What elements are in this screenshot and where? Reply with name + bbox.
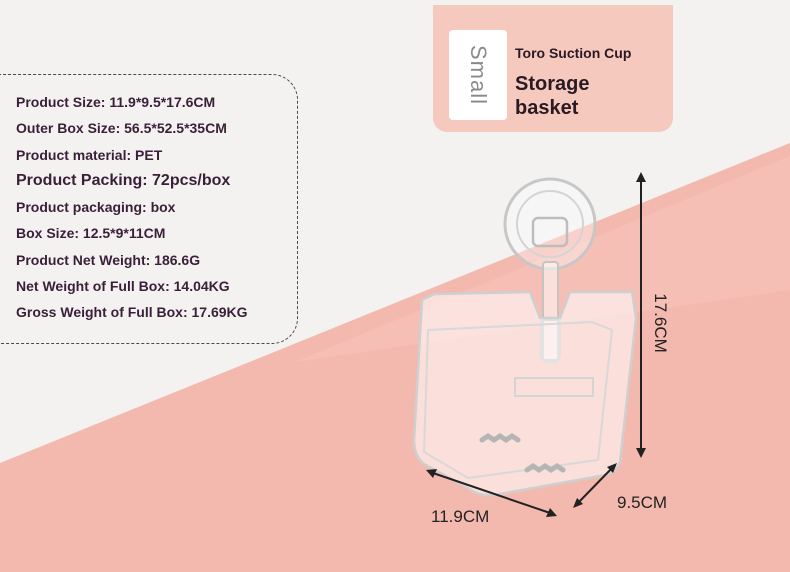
spec-full-box-gross-weight: Gross Weight of Full Box: 17.69KG: [16, 304, 248, 321]
width-line: [429, 471, 554, 515]
pink-highlight: [295, 156, 790, 362]
basket-body: [412, 290, 638, 497]
depth-dimension-label: 9.5CM: [617, 493, 668, 512]
basket-inner: [422, 320, 614, 480]
suction-cup-lever: [531, 216, 569, 248]
spec-full-box-net-weight: Net Weight of Full Box: 14.04KG: [16, 278, 230, 295]
height-arrow-bottom: [636, 448, 646, 458]
spec-list: Product Size: 11.9*9.5*17.6CM Outer Box …: [16, 91, 248, 328]
dimension-lines: [426, 172, 646, 517]
spec-material: Product material: PET: [16, 146, 163, 163]
spec-outer-box-size: Outer Box Size: 56.5*52.5*35CM: [16, 120, 227, 137]
height-arrow-top: [636, 172, 646, 182]
product-title: Storage basket: [515, 73, 590, 119]
depth-line: [575, 465, 615, 506]
spec-box-size: Box Size: 12.5*9*11CM: [16, 225, 166, 242]
suction-cup: [503, 177, 597, 271]
basket-slot: [514, 377, 594, 397]
spec-packing: Product Packing: 72pcs/box: [16, 171, 231, 189]
width-dimension-label: 11.9CM: [431, 507, 490, 526]
size-tag-label: Small: [466, 44, 491, 106]
width-arrow-left: [426, 469, 437, 478]
spec-net-weight: Product Net Weight: 186.6G: [16, 251, 201, 268]
product-subtitle: Toro Suction Cup: [515, 45, 632, 61]
size-tag: Small: [449, 30, 507, 120]
drain-holes-right: [524, 462, 566, 474]
height-dimension-label: 17.6CM: [651, 293, 670, 353]
spec-packaging: Product packaging: box: [16, 199, 176, 216]
drain-holes-left: [479, 432, 521, 444]
spec-panel: [0, 74, 298, 344]
depth-arrow-top: [607, 463, 617, 473]
width-arrow-right: [546, 508, 557, 517]
suction-cup-inner: [516, 190, 584, 258]
spec-product-size: Product Size: 11.9*9.5*17.6CM: [16, 94, 216, 110]
product-image: [412, 177, 638, 497]
depth-arrow-bottom: [573, 498, 583, 508]
